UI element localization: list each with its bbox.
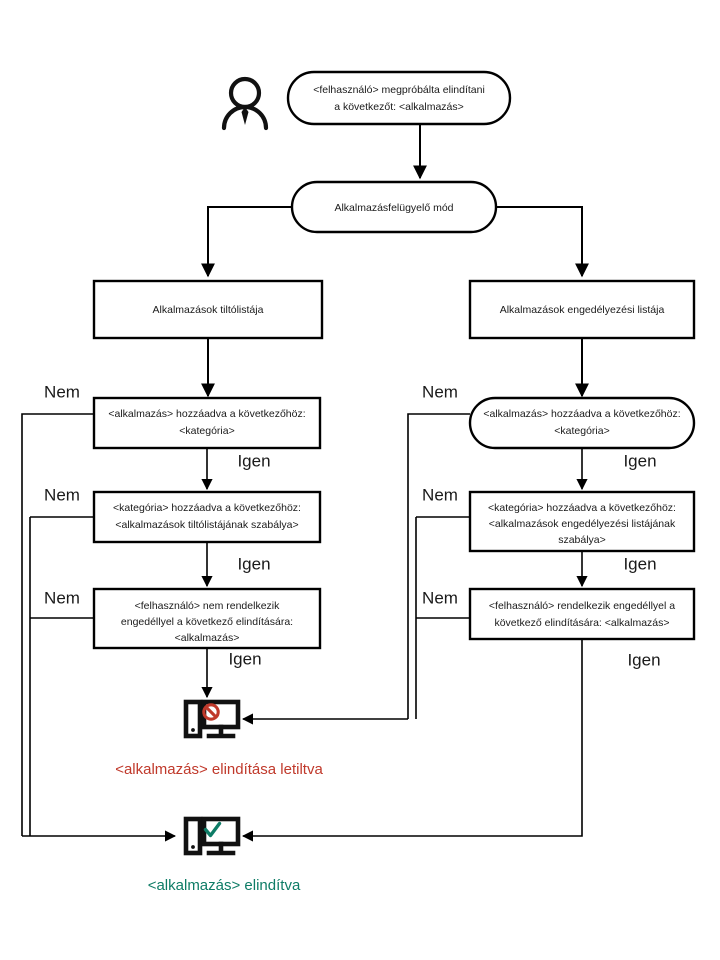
label-deny-q2-no: Nem [44,485,80,504]
label-deny-q3-yes: Igen [228,649,261,668]
node-allow-list-label: Alkalmazások engedélyezési listája [500,304,665,316]
node-allow-q1: <alkalmazás> hozzáadva a következőhöz: <… [468,396,696,450]
node-allow-q2-line-1: <kategória> hozzáadva a következőhöz: [488,502,676,514]
node-start-line-2: a következőt: <alkalmazás> [334,101,464,113]
edge-mode-to-deny-list [201,206,292,278]
node-allow-q2-line-2: <alkalmazások engedélyezési listájának [489,518,676,530]
node-mode: Alkalmazásfelügyelő mód [290,180,498,234]
edge-deny-q1-no [21,413,94,836]
edge-allow-q1-no [407,413,470,719]
label-allow-q1-yes: Igen [623,451,656,470]
node-allow-q3: <felhasználó> rendelkezik engedéllyel a … [468,587,696,641]
node-deny-q1-line-2: <kategória> [179,425,234,437]
node-start: <felhasználó> megpróbálta elindítani a k… [286,70,512,126]
node-deny-q3-line-1: <felhasználó> nem rendelkezik [135,600,281,612]
node-deny-q2-line-2: <alkalmazások tiltólistájának szabálya> [115,519,298,531]
blocked-outcome-label: <alkalmazás> elindítása letiltva [115,761,323,778]
allowed-outcome-label: <alkalmazás> elindítva [148,877,301,894]
node-deny-q3-line-3: <alkalmazás> [175,632,240,644]
node-deny-q1: <alkalmazás> hozzáadva a következőhöz: <… [92,396,322,450]
node-mode-label: Alkalmazásfelügyelő mód [334,202,453,214]
node-allow-q2-line-3: szabálya> [558,534,606,546]
label-allow-q2-yes: Igen [623,554,656,573]
node-start-line-1: <felhasználó> megpróbálta elindítani [313,84,485,96]
computer-allowed-icon [183,816,241,856]
node-allow-q1-line-1: <alkalmazás> hozzáadva a következőhöz: [483,408,680,420]
label-deny-q1-no: Nem [44,382,80,401]
label-allow-q1-no: Nem [422,382,458,401]
computer-blocked-icon [183,699,241,739]
node-allow-q3-line-2: következő elindítására: <alkalmazás> [494,617,669,629]
edge-allow-q3-yes-to-allowed [241,639,583,842]
node-deny-list-label: Alkalmazások tiltólistája [153,304,264,316]
label-allow-q3-yes: Igen [627,650,660,669]
node-allow-q3-line-1: <felhasználó> rendelkezik engedéllyel a [489,600,675,612]
person-icon [221,76,269,131]
node-deny-q3-line-2: engedéllyel a következő elindítására: [121,616,293,628]
node-allow-q1-line-2: <kategória> [554,425,609,437]
node-deny-list: Alkalmazások tiltólistája [92,279,324,340]
node-deny-q2-line-1: <kategória> hozzáadva a következőhöz: [113,502,301,514]
node-deny-q2: <kategória> hozzáadva a következőhöz: <a… [92,490,322,544]
node-deny-q3: <felhasználó> nem rendelkezik engedéllye… [92,587,322,650]
label-allow-q2-no: Nem [422,485,458,504]
edge-mode-to-allow-list [496,206,589,278]
node-allow-q2: <kategória> hozzáadva a következőhöz: <a… [468,490,696,553]
label-deny-q2-yes: Igen [237,554,270,573]
label-deny-q1-yes: Igen [237,451,270,470]
label-deny-q3-no: Nem [44,588,80,607]
node-deny-q1-line-1: <alkalmazás> hozzáadva a következőhöz: [108,408,305,420]
label-allow-q3-no: Nem [422,588,458,607]
node-allow-list: Alkalmazások engedélyezési listája [468,279,696,340]
